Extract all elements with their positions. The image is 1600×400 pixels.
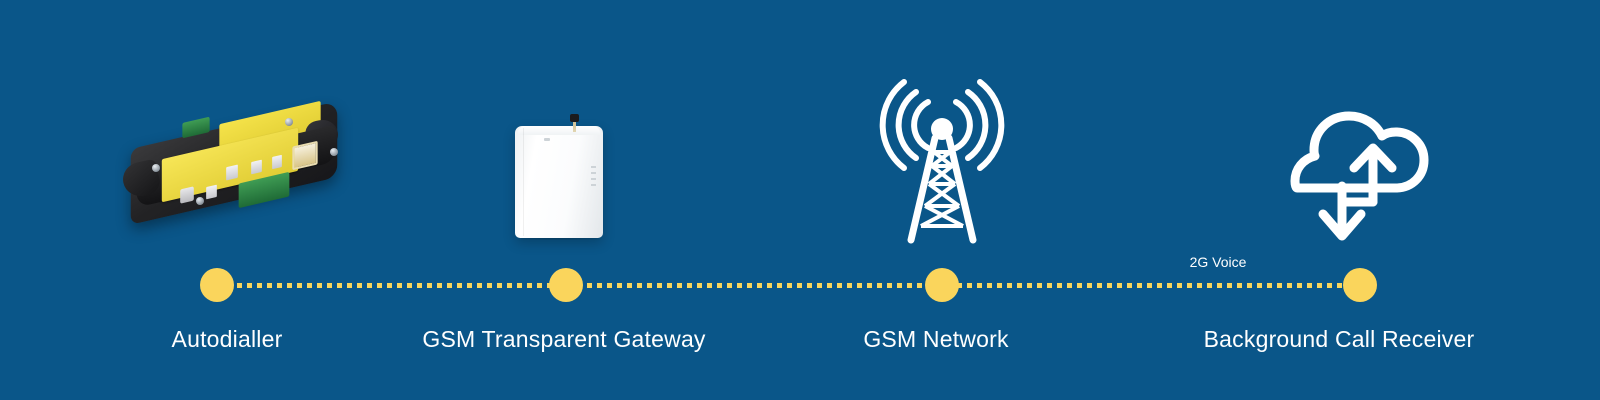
node-marker-background-call-receiver[interactable] [1343, 268, 1377, 302]
connector-header-2 [251, 159, 262, 175]
status-led-icon [544, 138, 550, 141]
screw-icon-3 [152, 164, 160, 172]
screw-icon-1 [285, 118, 293, 126]
link-label-2g-voice: 2G Voice [1189, 254, 1247, 270]
node-label-autodialler: Autodialler [171, 326, 283, 352]
gateway-top-face [518, 126, 600, 135]
connector-header-1 [226, 164, 238, 181]
node-marker-gsm-transparent-gateway[interactable] [549, 268, 583, 302]
node-label-background-call-receiver: Background Call Receiver [1203, 326, 1475, 352]
node-marker-autodialler[interactable] [200, 268, 234, 302]
gateway-housing [515, 126, 603, 238]
connector-header-4 [206, 184, 217, 200]
connector-header-3 [272, 154, 282, 170]
cell-tower-icon [878, 72, 1006, 244]
vent-slots-icon [591, 166, 596, 188]
autodialler-board-photo [119, 100, 370, 239]
antenna-tip-icon [570, 114, 579, 122]
screw-icon-4 [196, 197, 204, 205]
antenna-icon [573, 118, 576, 132]
gateway-seam [523, 128, 524, 236]
cloud-upload-download-icon [1278, 106, 1442, 246]
gsm-gateway-box-photo [511, 114, 621, 240]
node-label-gsm-network: GSM Network [863, 326, 1009, 352]
connector-dotted-line [217, 283, 1360, 288]
node-label-gsm-transparent-gateway: GSM Transparent Gateway [422, 326, 706, 352]
node-marker-gsm-network[interactable] [925, 268, 959, 302]
screw-icon-2 [330, 148, 338, 156]
